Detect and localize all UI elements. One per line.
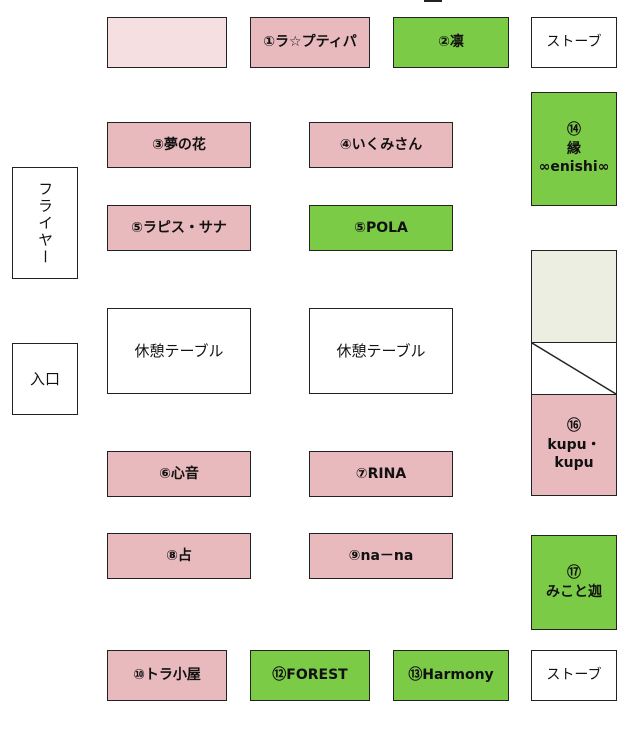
booth-14-subname: ∞enishi∞ [538,159,610,176]
stove-top: ストーブ [531,17,617,68]
booth-7[interactable]: ⑦RINA [309,451,453,497]
hatched-area [531,342,617,395]
booth-14-number: ⑭ [567,121,581,138]
booth-12[interactable]: ⑫FOREST [250,650,370,701]
booth-14[interactable]: ⑭ 縁 ∞enishi∞ [531,92,617,206]
empty-space [531,250,617,343]
booth-14-name: 縁 [567,140,581,157]
rest-table-left: 休憩テーブル [107,308,251,394]
booth-16-number: ⑯ [567,417,581,434]
booth-16[interactable]: ⑯ kupu・ kupu [531,394,617,496]
fryer: フライヤー [12,167,78,279]
booth-4[interactable]: ④いくみさん [309,122,453,168]
booth-1[interactable]: ①ラ☆プティパ [250,17,370,68]
stove-bottom: ストーブ [531,650,617,701]
booth-16-name-line1: kupu・ [547,436,601,453]
entrance: 入口 [12,343,78,415]
top-edge-mark [424,0,442,2]
booth-17-number: ⑰ [567,564,581,581]
booth-8[interactable]: ⑧占 [107,533,251,579]
booth-13[interactable]: ⑬Harmony [393,650,509,701]
empty-booth[interactable] [107,17,227,68]
diagonal-line [532,343,616,394]
booth-6[interactable]: ⑥心音 [107,451,251,497]
rest-table-right: 休憩テーブル [309,308,453,394]
booth-5-pola[interactable]: ⑤POLA [309,205,453,251]
booth-16-name-line2: kupu [554,455,594,472]
booth-9[interactable]: ⑨na－na [309,533,453,579]
booth-17[interactable]: ⑰ みこと迦 [531,535,617,630]
booth-3[interactable]: ③夢の花 [107,122,251,168]
booth-10[interactable]: ⑩トラ小屋 [107,650,227,701]
booth-2[interactable]: ②凛 [393,17,509,68]
booth-5-lapis-sana[interactable]: ⑤ラピス・サナ [107,205,251,251]
booth-17-name: みこと迦 [546,583,602,600]
